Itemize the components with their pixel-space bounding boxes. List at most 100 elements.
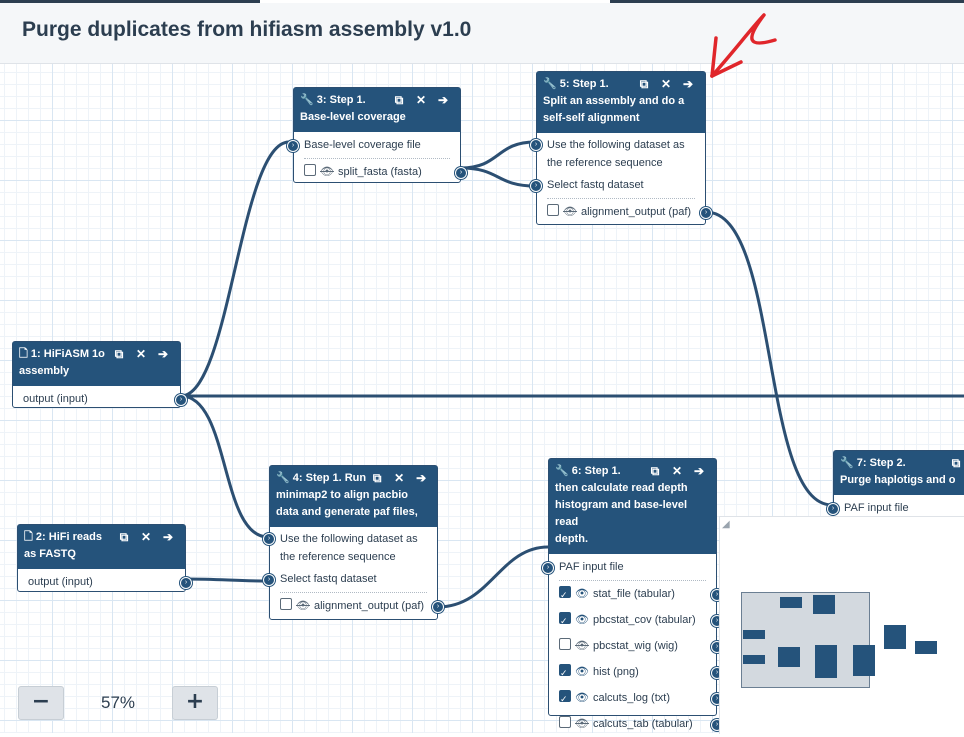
copy-icon[interactable]: ⧉ [119, 530, 129, 544]
workflow-node-1[interactable]: 🗋 1: HiFiASM 1o ⧉✕➔ assembly output (inp… [12, 341, 187, 408]
input-label-line1: Use the following dataset as [547, 139, 685, 151]
output-terminal[interactable]: › [180, 577, 192, 589]
output-checkbox[interactable] [559, 638, 571, 650]
eye-slash-icon[interactable]: 👁 [575, 640, 589, 652]
input-label: Select fastq dataset [280, 573, 377, 585]
workflow-minimap[interactable]: ◢ [719, 516, 964, 734]
node-5-title: 5: Step 1. [559, 78, 609, 90]
node-7-input-row: › PAF input file [827, 495, 964, 521]
eye-icon[interactable]: 👁 [575, 614, 589, 626]
workflow-node-4[interactable]: 🔧 4: Step 1. Run ⧉✕➔ minimap2 to align p… [263, 465, 444, 620]
output-checkbox[interactable] [304, 164, 316, 176]
close-icon[interactable]: ✕ [135, 347, 147, 361]
minimap-node [884, 625, 906, 649]
zoom-level: 57% [100, 693, 136, 712]
workflow-node-6[interactable]: 🔧 6: Step 1. ⧉✕➔ then calculate read dep… [542, 458, 723, 731]
close-icon[interactable]: ✕ [394, 471, 405, 485]
copy-icon[interactable]: ⧉ [650, 464, 660, 478]
minimap-viewport[interactable] [741, 592, 870, 688]
arrow-right-icon[interactable]: ➔ [157, 347, 169, 361]
zoom-controls: − 57% + [18, 686, 218, 720]
copy-icon[interactable]: ⧉ [372, 471, 382, 485]
node-6-output-row: 👁hist (png) › [549, 659, 723, 686]
workflow-node-7[interactable]: 🔧 7: Step 2. ⧉ Purge haplotigs and o › P… [827, 450, 964, 521]
node-3-output-row: 👁split_fasta (fasta) › [294, 159, 467, 185]
copy-icon[interactable]: ⧉ [951, 456, 961, 470]
output-checkbox[interactable] [559, 608, 571, 634]
node-1-output-row: output (input) › [13, 386, 187, 412]
output-checkbox[interactable] [559, 660, 571, 686]
node-4-header[interactable]: 🔧 4: Step 1. Run ⧉✕➔ minimap2 to align p… [270, 466, 437, 527]
copy-icon[interactable]: ⧉ [639, 77, 649, 91]
eye-slash-icon[interactable]: 👁 [296, 600, 310, 612]
input-terminal[interactable]: › [530, 180, 542, 192]
wire-2-to-4 [184, 577, 270, 583]
eye-slash-icon[interactable]: 👁 [563, 206, 577, 218]
output-checkbox[interactable] [280, 598, 292, 610]
wrench-icon: 🔧 [555, 465, 569, 477]
node-2-output-row: output (input) › [18, 569, 192, 595]
node-1-header[interactable]: 🗋 1: HiFiASM 1o ⧉✕➔ assembly [13, 342, 180, 386]
input-terminal[interactable]: › [263, 574, 275, 586]
copy-icon[interactable]: ⧉ [114, 347, 124, 361]
close-icon[interactable]: ✕ [671, 464, 683, 478]
file-icon: 🗋 [24, 531, 33, 543]
output-label: split_fasta (fasta) [337, 166, 422, 178]
input-terminal[interactable]: › [263, 533, 275, 545]
output-terminal[interactable]: › [175, 394, 187, 406]
output-terminal[interactable]: › [455, 167, 467, 179]
node-7-header[interactable]: 🔧 7: Step 2. ⧉ Purge haplotigs and o [834, 451, 964, 495]
workflow-node-5[interactable]: 🔧 5: Step 1. ⧉✕➔ Split an assembly and d… [530, 71, 712, 225]
eye-icon[interactable]: 👁 [575, 692, 589, 704]
output-checkbox[interactable] [559, 686, 571, 712]
node-6-title: 6: Step 1. [571, 465, 621, 477]
node-6-header[interactable]: 🔧 6: Step 1. ⧉✕➔ then calculate read dep… [549, 459, 716, 554]
wire-3-to-5b [459, 166, 537, 188]
input-label: PAF input file [559, 561, 624, 573]
input-terminal[interactable]: › [530, 139, 542, 151]
close-icon[interactable]: ✕ [415, 93, 427, 107]
output-checkbox[interactable] [559, 582, 571, 608]
minimap-node [813, 595, 835, 614]
workflow-title: Purge duplicates from hifiasm assembly v… [22, 18, 472, 41]
close-icon[interactable]: ✕ [140, 530, 152, 544]
node-4-title-line3: data and generate paf files, [276, 506, 418, 518]
input-terminal[interactable]: › [542, 562, 554, 574]
arrow-right-icon[interactable]: ➔ [416, 471, 427, 485]
output-checkbox[interactable] [547, 204, 559, 216]
workflow-node-3[interactable]: 🔧 3: Step 1. ⧉✕➔ Base-level coverage › B… [287, 87, 467, 185]
node-7-title: 7: Step 2. [856, 457, 906, 469]
eye-icon[interactable]: 👁 [575, 666, 589, 678]
output-terminal[interactable]: › [700, 207, 712, 219]
minimap-node [743, 630, 765, 639]
zoom-in-button[interactable]: + [172, 686, 218, 720]
node-2-title: 2: HiFi reads [35, 531, 102, 543]
node-2-header[interactable]: 🗋 2: HiFi reads ⧉✕➔ as FASTQ [18, 525, 185, 569]
arrow-right-icon[interactable]: ➔ [437, 93, 449, 107]
node-1-title: 1: HiFiASM 1o [30, 348, 105, 360]
input-terminal[interactable]: › [827, 503, 839, 515]
node-3-title: 3: Step 1. [316, 94, 366, 106]
arrow-right-icon[interactable]: ➔ [693, 464, 705, 478]
input-terminal[interactable]: › [287, 140, 299, 152]
copy-icon[interactable]: ⧉ [394, 93, 404, 107]
input-label: Select fastq dataset [547, 179, 644, 191]
resize-grip-icon[interactable]: ◢ [722, 519, 730, 530]
wrench-icon: 🔧 [543, 78, 557, 90]
node-5-header[interactable]: 🔧 5: Step 1. ⧉✕➔ Split an assembly and d… [537, 72, 705, 133]
workflow-node-2[interactable]: 🗋 2: HiFi reads ⧉✕➔ as FASTQ output (inp… [17, 524, 192, 595]
eye-slash-icon[interactable]: 👁 [320, 166, 334, 178]
arrow-right-icon[interactable]: ➔ [682, 77, 694, 91]
eye-icon[interactable]: 👁 [575, 588, 589, 600]
zoom-out-button[interactable]: − [18, 686, 64, 720]
node-3-header[interactable]: 🔧 3: Step 1. ⧉✕➔ Base-level coverage [294, 88, 460, 132]
wire-1-to-3 [179, 140, 291, 398]
close-icon[interactable]: ✕ [660, 77, 672, 91]
wrench-icon: 🔧 [300, 94, 314, 106]
eye-slash-icon[interactable]: 👁 [575, 718, 589, 730]
arrow-right-icon[interactable]: ➔ [162, 530, 174, 544]
output-terminal[interactable]: › [432, 601, 444, 613]
output-checkbox[interactable] [559, 716, 571, 728]
node-6-title-line4: depth. [555, 533, 588, 545]
